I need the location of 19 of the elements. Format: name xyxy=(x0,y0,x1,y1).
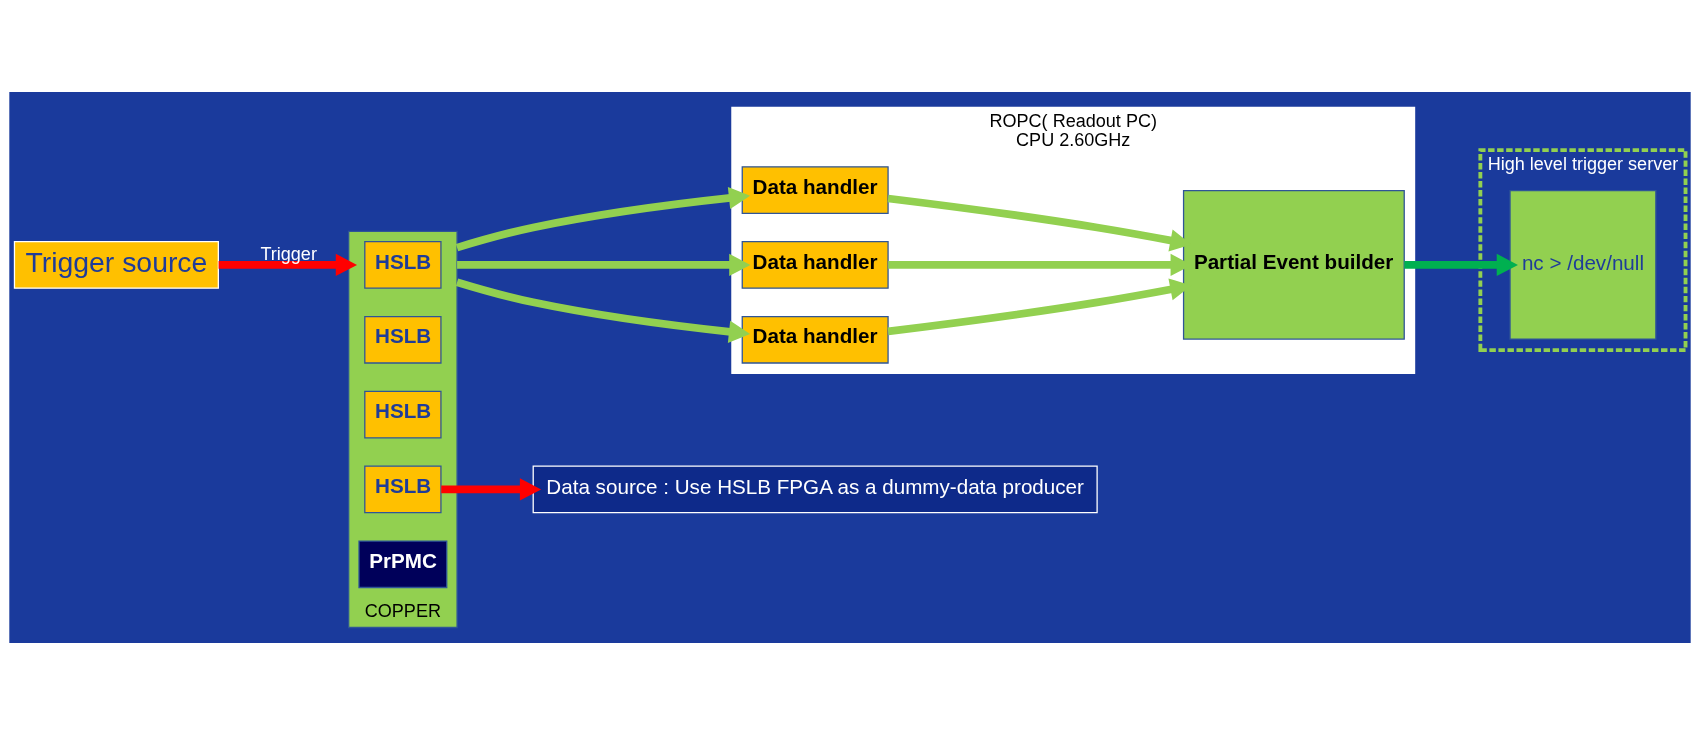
node-box: Data handler xyxy=(741,315,889,364)
node-box: Data handler xyxy=(741,241,889,289)
arrow xyxy=(1404,253,1518,277)
arrow xyxy=(457,253,751,277)
node-box: HSLB xyxy=(364,241,442,289)
node-box: nc > /dev/null xyxy=(1509,190,1657,340)
arrow xyxy=(441,478,542,501)
arrow xyxy=(218,253,357,277)
edge-label: Trigger xyxy=(260,244,317,265)
node-box: Trigger source xyxy=(13,241,219,289)
arrow xyxy=(455,278,751,343)
node-box: HSLB xyxy=(364,390,442,439)
node-box: HSLB xyxy=(364,315,442,364)
arrow xyxy=(455,186,751,252)
node-box: Data source : Use HSLB FPGA as a dummy-data producer xyxy=(532,465,1098,514)
node-box: PrPMC xyxy=(358,540,448,589)
node-box: Partial Event builder xyxy=(1182,190,1405,340)
node-box: Data handler xyxy=(741,166,889,214)
node-box: HSLB xyxy=(364,465,442,514)
